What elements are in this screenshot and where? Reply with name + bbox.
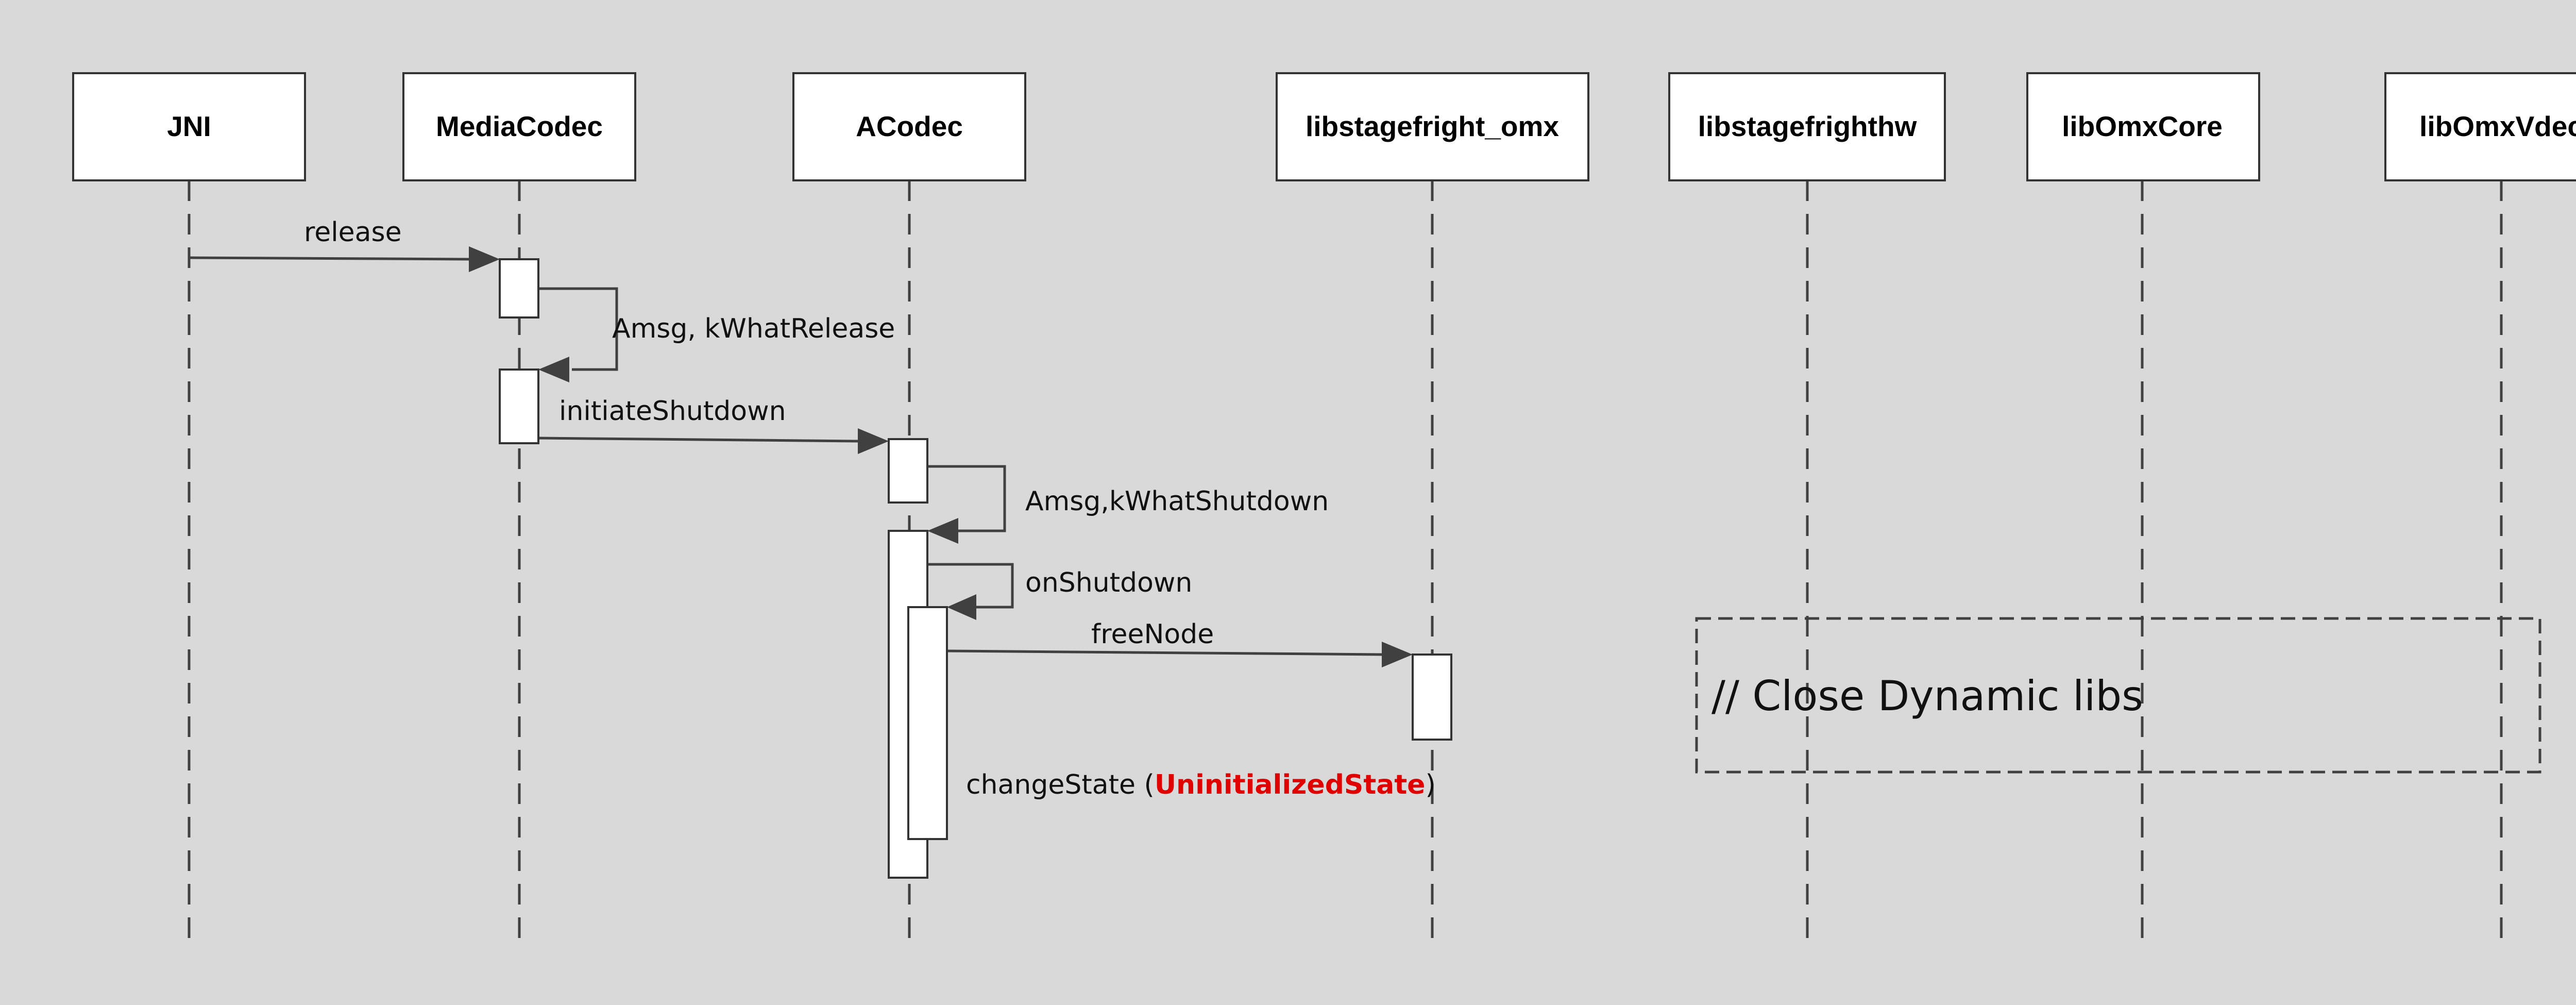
participant-box-omx — [1276, 72, 1589, 181]
release-arrow-line — [189, 256, 472, 261]
on-shutdown-arrow-line — [927, 563, 1014, 609]
initiate-shutdown-label: initiateShutdown — [559, 396, 786, 427]
free-node-arrow-line — [946, 649, 1384, 656]
release-arrowhead — [469, 246, 500, 272]
participant-label-vdec: libOmxVdec — [2419, 110, 2576, 142]
participant-label-jni: JNI — [167, 110, 211, 142]
participant-box-acodec — [792, 72, 1026, 181]
participant-label-hw: libstagefrighthw — [1698, 110, 1917, 142]
change-state-suffix: ) — [1425, 769, 1435, 800]
activation-boxes — [499, 258, 1452, 879]
participant-box-vdec — [2384, 72, 2576, 181]
amsg-shutdown-arrow-line — [927, 465, 1006, 532]
initiate-shutdown-arrowhead — [858, 428, 889, 454]
release-label: release — [304, 217, 402, 248]
message-lines — [189, 256, 1384, 656]
amsg-release-label: Amsg, kWhatRelease — [612, 313, 895, 344]
amsg-shutdown-label: Amsg,kWhatShutdown — [1025, 486, 1329, 517]
change-state-prefix: changeState ( — [966, 769, 1155, 800]
message-labels: release Amsg, kWhatRelease initiateShutd… — [304, 217, 1436, 800]
participant-label-omx: libstagefright_omx — [1306, 110, 1559, 142]
arrowheads — [469, 246, 1413, 667]
participant-label-core: libOmxCore — [2062, 110, 2223, 142]
participant-labels: JNI MediaCodec ACodec libstagefright_omx… — [167, 110, 2576, 142]
note-box — [1695, 617, 2541, 774]
participant-box-mediacodec — [402, 72, 636, 181]
activation-mediacodec-1 — [499, 258, 539, 319]
activation-omx — [1412, 654, 1452, 741]
participant-box-hw — [1668, 72, 1946, 181]
participant-label-acodec: ACodec — [856, 110, 963, 142]
participant-boxes — [72, 72, 2576, 181]
activation-acodec-1 — [888, 438, 928, 504]
amsg-release-arrow-line — [538, 287, 618, 371]
participant-box-jni — [72, 72, 306, 181]
activation-mediacodec-2 — [499, 368, 539, 444]
activation-acodec-3 — [907, 606, 948, 840]
free-node-label: freeNode — [1091, 619, 1214, 650]
participant-label-mediacodec: MediaCodec — [436, 110, 603, 142]
on-shutdown-label: onShutdown — [1025, 567, 1192, 598]
amsg-release-arrowhead — [538, 357, 569, 382]
change-state-value: UninitializedState — [1155, 769, 1426, 800]
amsg-shutdown-arrowhead — [927, 518, 958, 544]
change-state-label: changeState (UninitializedState) — [966, 769, 1436, 800]
free-node-arrowhead — [1382, 642, 1413, 667]
participant-box-core — [2026, 72, 2260, 181]
on-shutdown-arrowhead — [947, 594, 976, 620]
initiate-shutdown-arrow-line — [538, 437, 858, 443]
note-text: // Close Dynamic libs — [1711, 672, 2143, 720]
